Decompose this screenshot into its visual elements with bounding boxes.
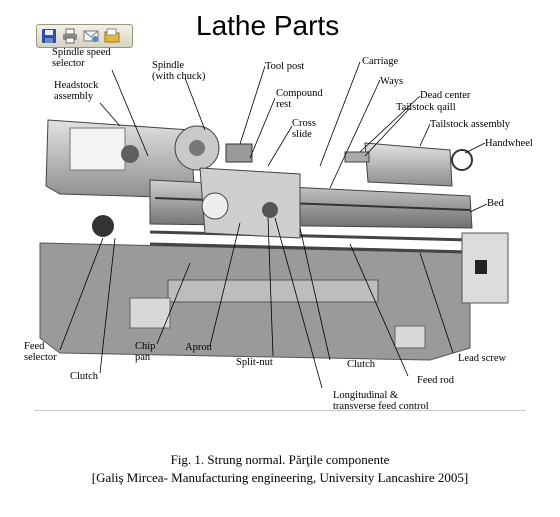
label-apron: Apron (185, 342, 212, 353)
label-spindle: Spindle (with chuck) (152, 60, 206, 82)
label-feed-selector: Feed selector (24, 341, 57, 363)
tool-post-shape (225, 143, 253, 163)
email-icon (83, 30, 99, 42)
feed-selector-knob (92, 215, 114, 237)
save-button[interactable] (40, 27, 58, 45)
apron-handwheel (201, 192, 229, 220)
email-button[interactable] (82, 27, 100, 45)
label-spindle-speed-selector: Spindle speed selector (52, 47, 111, 69)
open-folder-button[interactable] (103, 27, 121, 45)
label-clutch-right: Clutch (347, 359, 375, 370)
label-compound-rest: Compound rest (276, 88, 323, 110)
chip-pan-shape (167, 279, 379, 303)
lead-screw-line (149, 242, 471, 254)
feed-rod-line (149, 230, 471, 242)
label-clutch-left: Clutch (70, 371, 98, 382)
label-dead-center: Dead center (420, 90, 471, 101)
split-nut-lever (262, 202, 278, 218)
tailstock-shape (364, 142, 453, 187)
speed-knob (121, 145, 139, 163)
label-feed-rod: Feed rod (417, 375, 455, 386)
label-longitudinal-control: Longitudinal & transverse feed control (333, 390, 429, 412)
print-icon (63, 28, 77, 44)
image-toolbar (36, 24, 133, 48)
open-folder-icon (104, 28, 120, 43)
left-pedestal (129, 297, 171, 329)
print-button[interactable] (61, 27, 79, 45)
label-ways: Ways (380, 76, 404, 87)
lathe-diagram (0, 48, 560, 418)
leader-lines (59, 61, 488, 389)
tailstock-quill-shape (344, 151, 370, 163)
label-headstock-assembly: Headstock assembly (54, 80, 99, 102)
label-cross-slide: Cross slide (292, 118, 316, 140)
right-pedestal (394, 325, 426, 349)
label-handwheel: Handwheel (485, 138, 533, 149)
figure-title: Lathe Parts (196, 10, 340, 41)
label-split-nut: Split-nut (236, 357, 273, 368)
label-tool-post: Tool post (265, 61, 305, 72)
separator-line (34, 410, 526, 411)
label-carriage: Carriage (362, 56, 399, 67)
headstock-panel (69, 127, 126, 171)
lathe-drawing (39, 61, 509, 389)
handwheel-shape (451, 149, 473, 171)
label-lead-screw: Lead screw (458, 353, 507, 364)
label-tailstock-assembly: Tailstock assembly (430, 119, 511, 130)
figure-caption: Fig. 1. Strung normal. Părţile component… (170, 452, 390, 467)
spindle-center (189, 140, 205, 156)
label-bed: Bed (487, 198, 504, 209)
switch-shape (475, 260, 487, 274)
figure-source: [Galiş Mircea- Manufacturing engineering… (91, 470, 469, 485)
label-tailstock-quill: Tailstock qaill (396, 102, 456, 113)
label-chip-pan: Chip pan (135, 341, 156, 363)
save-icon (42, 29, 56, 43)
